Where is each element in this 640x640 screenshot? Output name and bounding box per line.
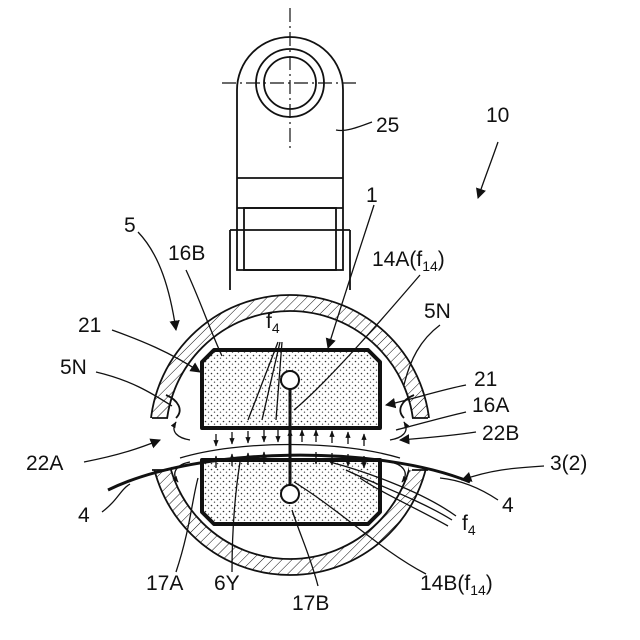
label-5: 5 xyxy=(124,214,136,237)
label-22B: 22B xyxy=(482,422,519,445)
label-21-right: 21 xyxy=(474,368,497,391)
label-14A: 14A(f14) xyxy=(372,248,445,274)
label-16B: 16B xyxy=(168,242,205,265)
label-17B: 17B xyxy=(292,592,329,615)
label-10: 10 xyxy=(486,104,509,127)
force-arrows-upper xyxy=(216,430,364,446)
label-14B: 14B(f14) xyxy=(420,572,493,598)
label-17A: 17A xyxy=(146,572,183,595)
label-5N-left: 5N xyxy=(60,356,87,379)
label-f4-bottom: f4 xyxy=(462,512,476,538)
label-25: 25 xyxy=(376,114,399,137)
pivot-14A xyxy=(281,371,299,389)
label-16A: 16A xyxy=(472,394,509,417)
label-22A: 22A xyxy=(26,452,63,475)
label-f4-top: f4 xyxy=(266,310,280,336)
label-21-left: 21 xyxy=(78,314,101,337)
label-3-2: 3(2) xyxy=(550,452,587,475)
pivot-14B xyxy=(281,485,299,503)
label-5N-right: 5N xyxy=(424,300,451,323)
label-4-right: 4 xyxy=(502,494,514,517)
label-1: 1 xyxy=(366,184,378,207)
label-6Y: 6Y xyxy=(214,572,240,595)
label-4-left: 4 xyxy=(78,504,90,527)
